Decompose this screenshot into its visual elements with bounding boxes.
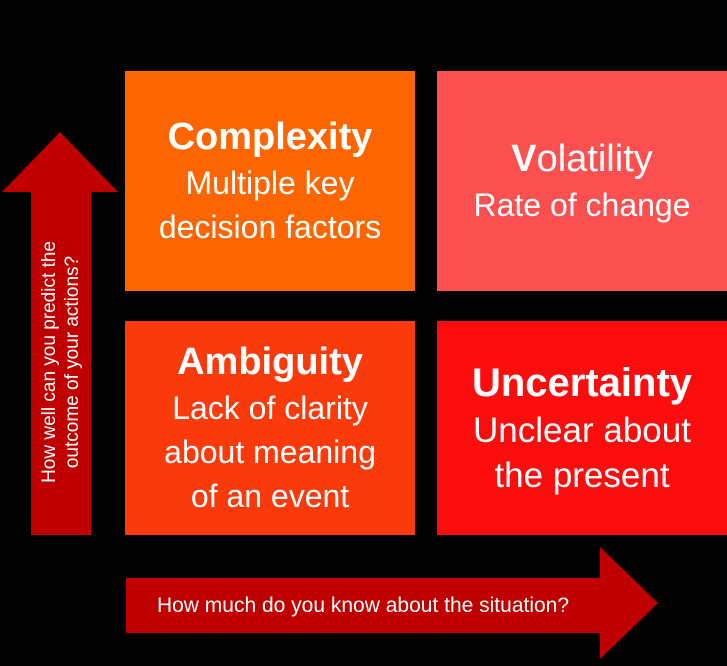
quadrant-ambiguity: Ambiguity Lack of clarity about meaning …	[125, 321, 415, 535]
ambiguity-subtitle-line-1: Lack of clarity	[172, 390, 368, 426]
y-axis-label: How well can you predict the outcome of …	[38, 182, 84, 542]
x-axis-label: How much do you know about the situation…	[156, 593, 570, 617]
uncertainty-title: Uncertainty	[471, 361, 693, 405]
x-axis-arrow-right-icon	[126, 547, 658, 659]
y-axis-label-line-2: outcome of your actions?	[62, 255, 83, 469]
uncertainty-subtitle-line-2: the present	[494, 456, 670, 495]
y-axis-label-line-1: How well can you predict the	[39, 241, 60, 483]
ambiguity-subtitle-line-2: about meaning	[164, 434, 376, 470]
volatility-subtitle-line-1: Rate of change	[473, 187, 691, 223]
quadrant-uncertainty: Uncertainty Unclear about the present	[437, 321, 727, 535]
volatility-title: Volatility	[511, 135, 653, 183]
quadrant-volatility: Volatility Rate of change	[437, 71, 727, 291]
y-axis-arrow-up-icon	[2, 132, 118, 535]
complexity-subtitle-line-1: Multiple key	[185, 165, 355, 201]
volatility-title-rest: olatility	[536, 138, 653, 180]
y-axis-arrow-shape	[2, 132, 118, 535]
quadrant-complexity: Complexity Multiple key decision factors	[125, 71, 415, 291]
x-axis-arrow-shape	[126, 547, 658, 659]
ambiguity-title: Ambiguity	[177, 341, 363, 383]
complexity-subtitle-line-2: decision factors	[158, 209, 382, 245]
uncertainty-subtitle-line-1: Unclear about	[473, 411, 691, 450]
ambiguity-subtitle-line-3: of an event	[190, 478, 350, 514]
complexity-title: Complexity	[167, 116, 373, 158]
volatility-title-initial: V	[511, 138, 537, 180]
